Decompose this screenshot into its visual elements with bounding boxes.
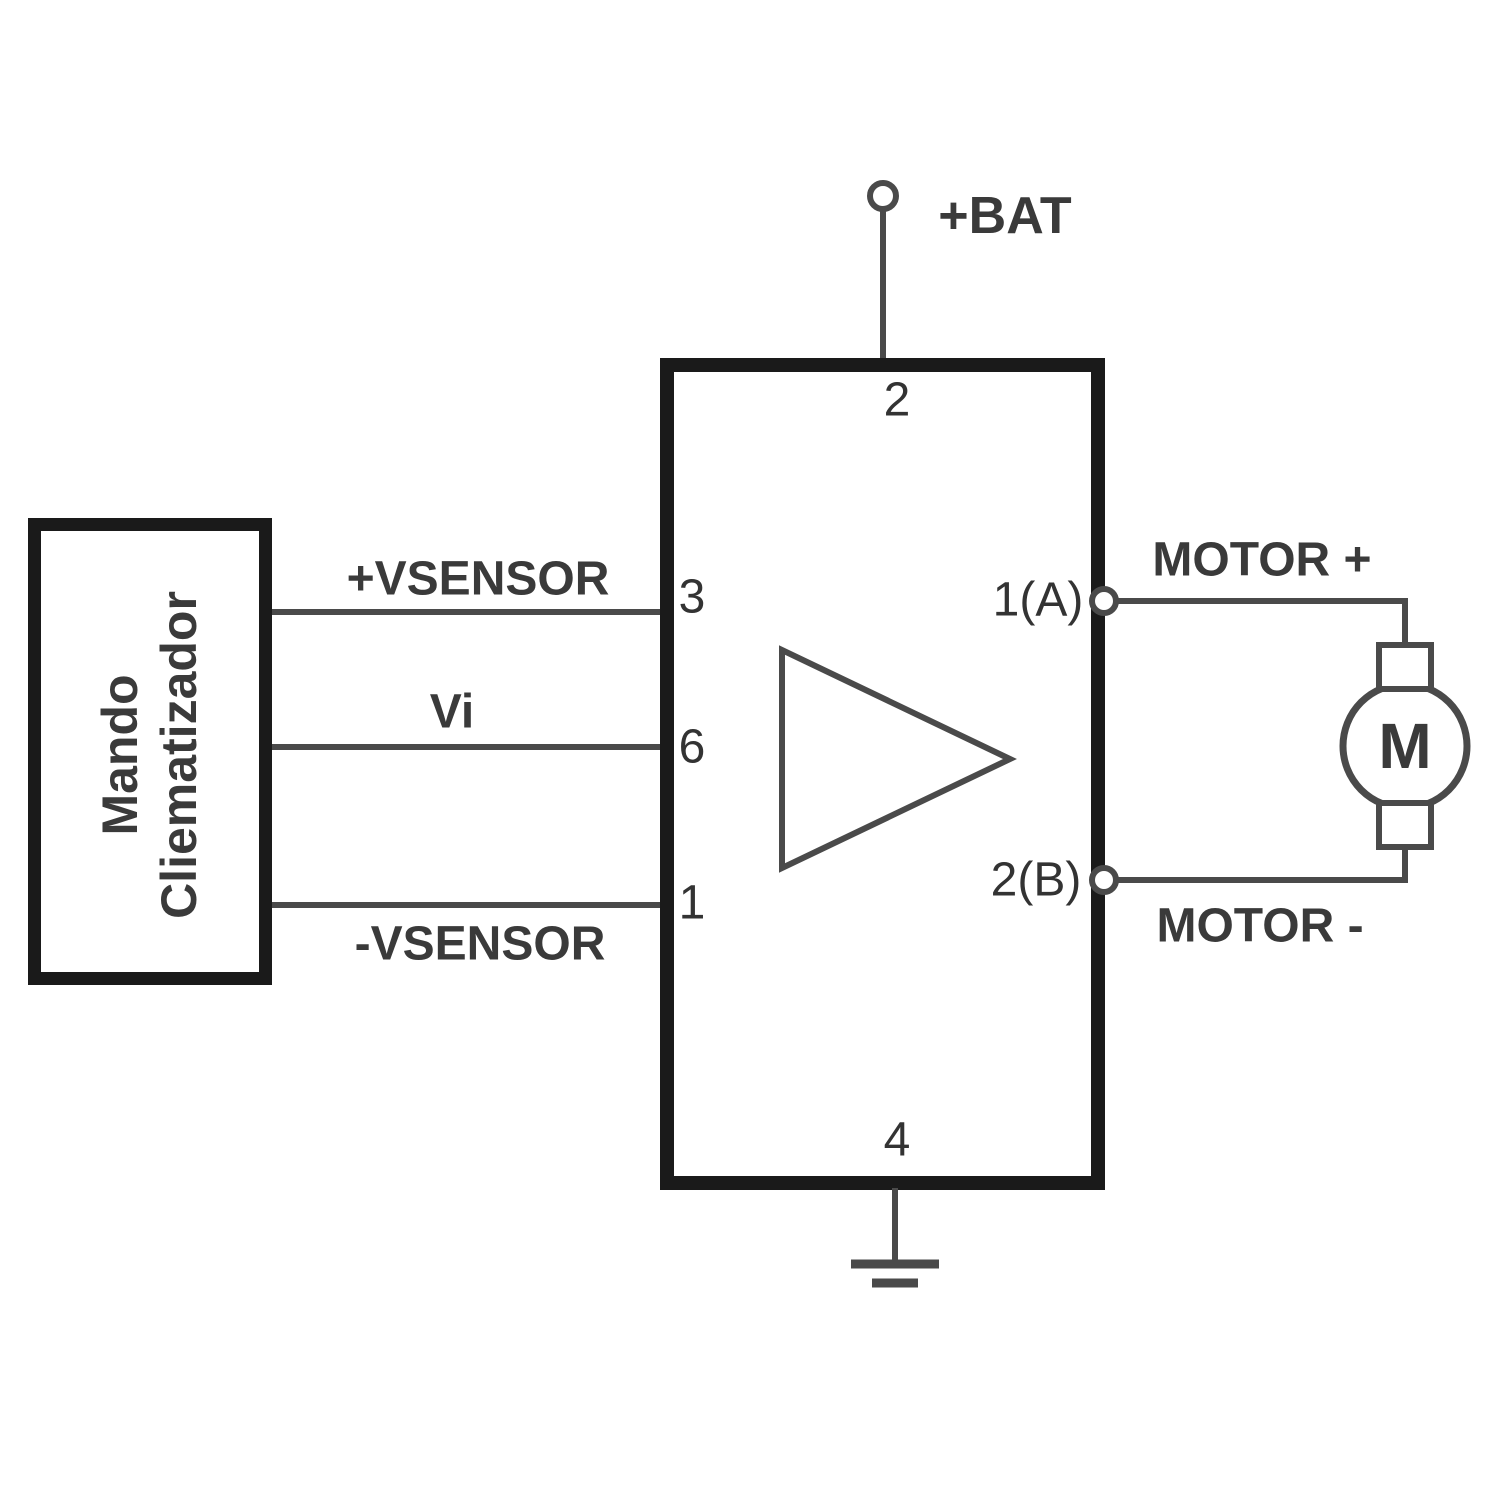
pin-4-label: 4 (883, 1113, 911, 1167)
out-a-terminal (1089, 586, 1119, 616)
motor-plus-wire (1112, 598, 1408, 650)
pin-1a-label: 1(A) (992, 573, 1084, 627)
motor-plus-label: MOTOR + (1152, 533, 1372, 587)
controller-box (28, 518, 272, 985)
pin-2-label: 2 (883, 373, 911, 427)
motor-minus-label: MOTOR - (1156, 899, 1364, 953)
controller-label-line2: Cliematizador (151, 591, 207, 919)
vsensor-plus-label: +VSENSOR (346, 552, 610, 606)
motor-minus-wire (1112, 842, 1408, 883)
motor-symbol-label: M (1378, 710, 1432, 782)
bat-label: +BAT (938, 187, 1072, 245)
motor-brush-top (1376, 642, 1434, 692)
motor-brush-bottom (1376, 800, 1434, 850)
amplifier-triangle (779, 645, 1017, 873)
vi-label: Vi (429, 685, 475, 739)
amplifier-box (660, 358, 1105, 1190)
pin-1-label: 1 (678, 876, 706, 930)
pin-3-label: 3 (678, 570, 706, 624)
out-b-terminal (1089, 865, 1119, 895)
pin-6-label: 6 (678, 720, 706, 774)
pin-2b-label: 2(B) (990, 853, 1082, 907)
bat-terminal-circle (867, 180, 899, 212)
controller-label: Mando Cliematizador (91, 591, 209, 919)
controller-label-line1: Mando (92, 674, 148, 836)
vsensor-minus-label: -VSENSOR (354, 917, 606, 971)
